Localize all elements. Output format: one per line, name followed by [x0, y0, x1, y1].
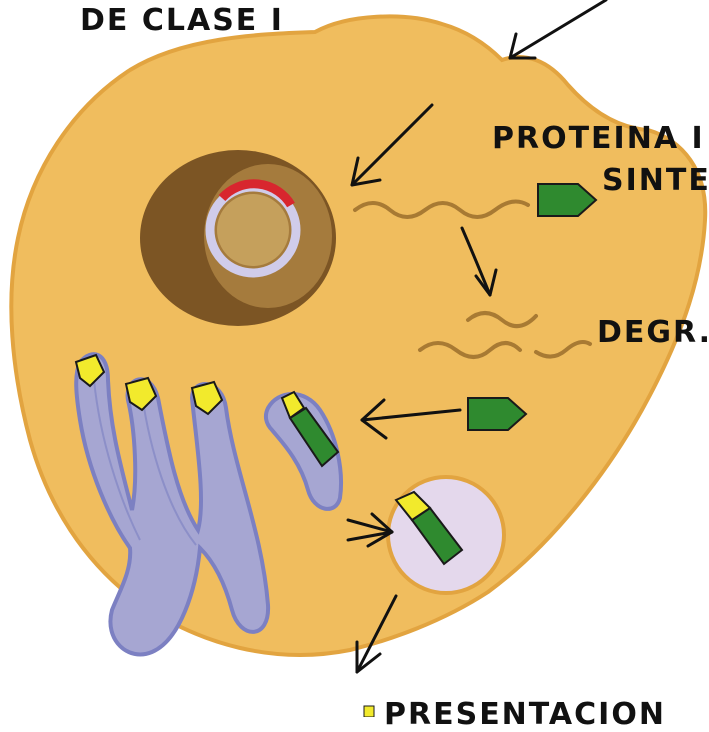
pore-center	[217, 194, 289, 266]
label-class-1: DE CLASE I	[80, 6, 284, 36]
surface-marker	[364, 706, 374, 717]
cell-diagram	[0, 0, 709, 717]
label-presentation: PRESENTACION	[384, 700, 666, 730]
label-degradation: DEGR.	[597, 318, 709, 348]
arrow-top-right	[510, 0, 606, 58]
label-protein-line1: PROTEINA I	[492, 124, 705, 154]
label-protein-line2: SINTE	[602, 166, 709, 196]
